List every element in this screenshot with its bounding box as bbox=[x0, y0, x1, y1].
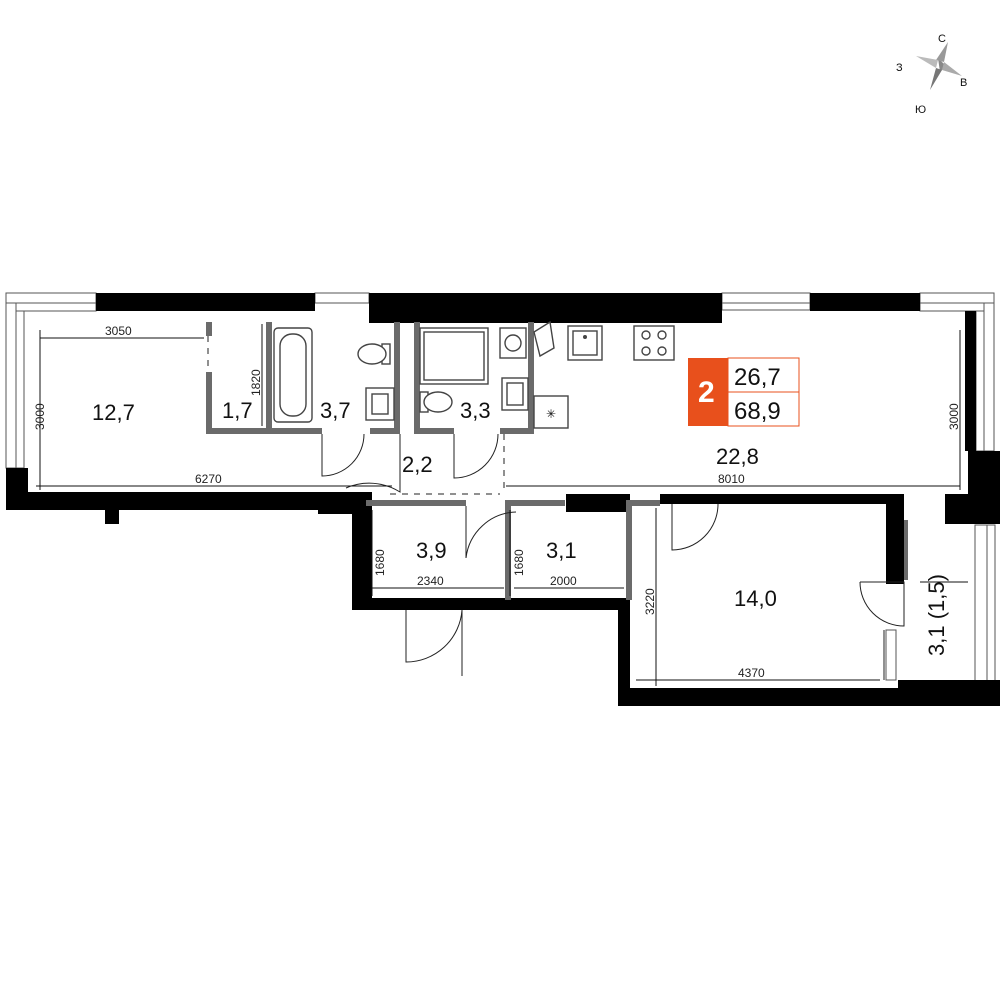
door-shower bbox=[453, 433, 499, 479]
boiler-icon: ✳ bbox=[533, 395, 569, 429]
living-area: 26,7 bbox=[734, 364, 781, 391]
compass-west: З bbox=[896, 62, 903, 74]
dim-1820: 1820 bbox=[249, 369, 263, 396]
area-entrance: 3,9 bbox=[416, 538, 447, 563]
apartment-badge: 2 26,7 68,9 bbox=[688, 357, 800, 427]
compass-east: В bbox=[960, 77, 967, 89]
interior-walls bbox=[206, 322, 908, 600]
sink-icon bbox=[501, 377, 529, 411]
dim-3050: 3050 bbox=[105, 324, 132, 338]
door-bedroom-small bbox=[671, 503, 719, 551]
dimension-lines bbox=[36, 324, 968, 686]
doors bbox=[207, 336, 905, 681]
area-bedroom-large: 12,7 bbox=[92, 400, 135, 425]
dim-1680-b: 1680 bbox=[512, 549, 526, 576]
area-balcony: 3,1 (1,5) bbox=[924, 574, 949, 656]
exterior-walls bbox=[6, 293, 1000, 706]
dimension-labels: 3050 1820 3000 3000 6270 8010 1680 1680 … bbox=[33, 324, 961, 680]
compass-rose-icon: С З В Ю bbox=[896, 33, 967, 116]
toilet-icon bbox=[357, 343, 391, 365]
room-count-box bbox=[688, 358, 728, 426]
area-bedroom-small: 14,0 bbox=[734, 586, 777, 611]
area-storage: 3,1 bbox=[546, 538, 577, 563]
toilet-icon bbox=[419, 391, 453, 413]
area-kitchen-living: 22,8 bbox=[716, 444, 759, 469]
sink-icon bbox=[365, 387, 395, 421]
compass-south: Ю bbox=[915, 104, 926, 116]
compass-north: С bbox=[938, 33, 946, 45]
dim-2340: 2340 bbox=[417, 574, 444, 588]
svg-text:✳: ✳ bbox=[546, 407, 556, 421]
windows bbox=[5, 292, 996, 682]
area-hall: 2,2 bbox=[402, 452, 433, 477]
dim-6270: 6270 bbox=[195, 472, 222, 486]
dim-3000-left: 3000 bbox=[33, 403, 47, 430]
dim-3220: 3220 bbox=[643, 588, 657, 615]
door-entrance bbox=[405, 609, 463, 676]
kitchen-sink-icon bbox=[567, 325, 603, 361]
area-wardrobe: 1,7 bbox=[222, 398, 253, 423]
door-hall-bedroom bbox=[345, 434, 401, 493]
area-bathroom: 3,7 bbox=[320, 398, 351, 423]
dim-3000-right: 3000 bbox=[947, 403, 961, 430]
dim-4370: 4370 bbox=[738, 666, 765, 680]
room-areas: 12,7 1,7 3,7 3,3 2,2 22,8 3,9 3,1 14,0 3… bbox=[92, 398, 949, 656]
total-area: 68,9 bbox=[734, 398, 781, 425]
fixtures: ✳ bbox=[273, 320, 675, 429]
dim-8010: 8010 bbox=[718, 472, 745, 486]
dim-1680-a: 1680 bbox=[373, 549, 387, 576]
door-storage bbox=[465, 506, 517, 559]
washing-machine-icon bbox=[499, 327, 527, 359]
door-bathroom bbox=[321, 433, 365, 477]
area-shower-room: 3,3 bbox=[460, 398, 491, 423]
dim-2000: 2000 bbox=[550, 574, 577, 588]
bathtub-icon bbox=[273, 327, 313, 423]
stove-icon bbox=[633, 325, 675, 361]
shower-tray-icon bbox=[419, 327, 489, 385]
room-count: 2 bbox=[698, 376, 715, 409]
door-balcony bbox=[859, 581, 905, 627]
riser-icon bbox=[533, 320, 555, 358]
